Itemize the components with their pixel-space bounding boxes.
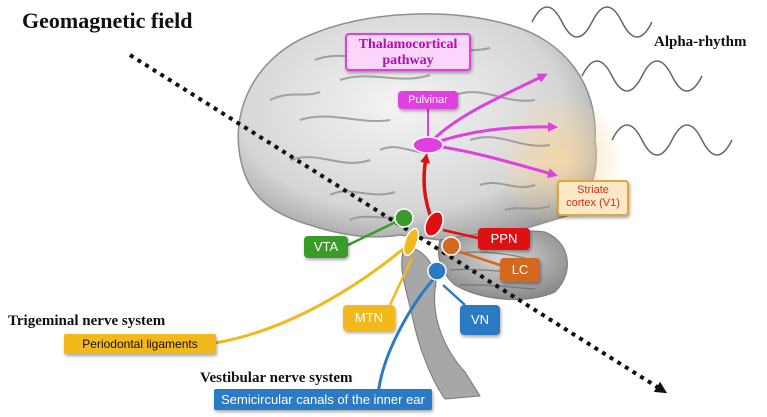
mtn-nucleus [402, 227, 420, 257]
ppn-nucleus [424, 210, 444, 238]
ppn-label: PPN [478, 228, 530, 250]
semicircular-canals-box: Semicircular canals of the inner ear [214, 389, 432, 410]
trigeminal-pathway [214, 243, 409, 345]
geomagnetic-field-title: Geomagnetic field [22, 8, 193, 33]
thalamocortical-arrow-1 [426, 73, 548, 147]
trigeminal-title: Trigeminal nerve system [8, 313, 166, 329]
thalamocortical-arrow-2 [427, 121, 558, 147]
mtn-label: MTN [343, 305, 395, 331]
mtn-connector [388, 257, 414, 306]
geomagnetic-field-arrow [128, 53, 668, 394]
vn-label: VN [460, 305, 500, 335]
periodontal-ligaments-box: Periodontal ligaments [64, 334, 216, 354]
thalamocortical-pathway-box: Thalamocortical pathway [345, 33, 471, 71]
ppn-to-pulvinar-arrow [420, 153, 434, 221]
vestibular-title: Vestibular nerve system [200, 370, 353, 386]
pulvinar-nucleus [412, 136, 444, 154]
vn-nucleus [427, 261, 447, 281]
alpha-rhythm-label: Alpha-rhythm [654, 34, 747, 50]
striate-cortex-box: Striate cortex (V1) [557, 180, 629, 216]
vta-connector [347, 218, 401, 247]
lc-nucleus [441, 236, 461, 256]
alpha-wave-2 [581, 60, 703, 92]
alpha-wave-3 [611, 124, 733, 156]
lc-connector [459, 250, 501, 267]
vta-nucleus [394, 208, 414, 228]
alpha-wave-1 [531, 6, 653, 38]
vestibular-pathway [376, 273, 439, 396]
vn-connector [442, 284, 466, 306]
ppn-connector [442, 228, 479, 240]
pulvinar-label: Pulvinar [398, 91, 458, 109]
vta-label: VTA [304, 236, 348, 258]
lc-label: LC [500, 258, 540, 282]
